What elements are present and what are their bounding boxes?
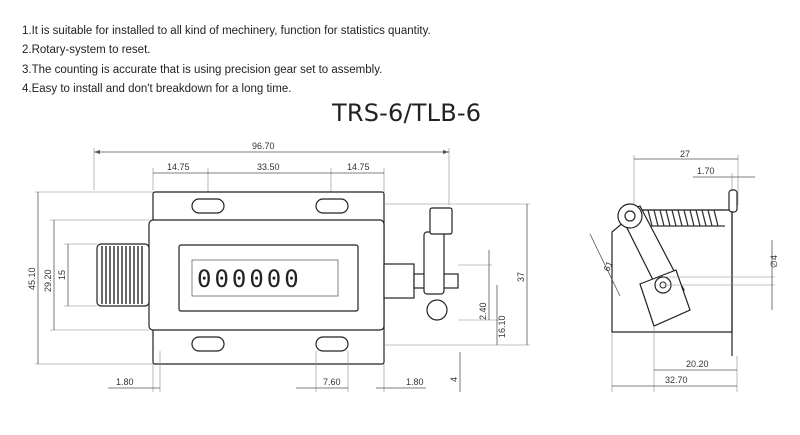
dim-height-mid: 29.20 [43, 269, 53, 292]
note-3: 3.The counting is accurate that is using… [22, 63, 383, 76]
note-1: 1.It is suitable for installed to all ki… [22, 25, 431, 37]
dim-top-width: 27 [680, 149, 690, 159]
model-title: TRS-6/TLB-6 [332, 99, 482, 127]
dim-height-overall: 45.10 [27, 267, 37, 290]
note-2: 2.Rotary-system to reset. [22, 44, 151, 57]
note-4: 4.Easy to install and don't breakdown fo… [22, 82, 292, 95]
dim-slot-width: 7.60 [323, 377, 341, 387]
dim-angle: 61 [602, 260, 615, 273]
dim-hole-center: 33.50 [257, 162, 280, 172]
dim-bottom-gap: 4 [449, 377, 459, 382]
dim-offset-small: 2.40 [478, 302, 488, 320]
dim-edge-left: 1.80 [116, 377, 134, 387]
counter-digits: 000000 [197, 265, 302, 293]
dim-edge-right: 1.80 [406, 377, 424, 387]
feature-notes: 1.It is suitable for installed to all ki… [22, 22, 431, 99]
dim-base-outer: 32.70 [665, 375, 688, 385]
dim-base-inner: 20.20 [686, 359, 709, 369]
front-view: 96.70 14.75 33.50 14.75 [27, 141, 530, 392]
dim-hole-right: 14.75 [347, 162, 370, 172]
dim-offset-shaft: 16.10 [497, 315, 507, 338]
dim-thickness: 1.70 [697, 166, 715, 176]
dim-overall-width: 96.70 [252, 141, 275, 151]
side-view: 27 1.70 61 ∅4 [589, 149, 779, 392]
dim-height-knob: 15 [57, 270, 67, 280]
dim-hole-diameter: ∅4 [769, 255, 779, 268]
dim-hole-left: 14.75 [167, 162, 190, 172]
dim-height-right: 37 [516, 272, 526, 282]
